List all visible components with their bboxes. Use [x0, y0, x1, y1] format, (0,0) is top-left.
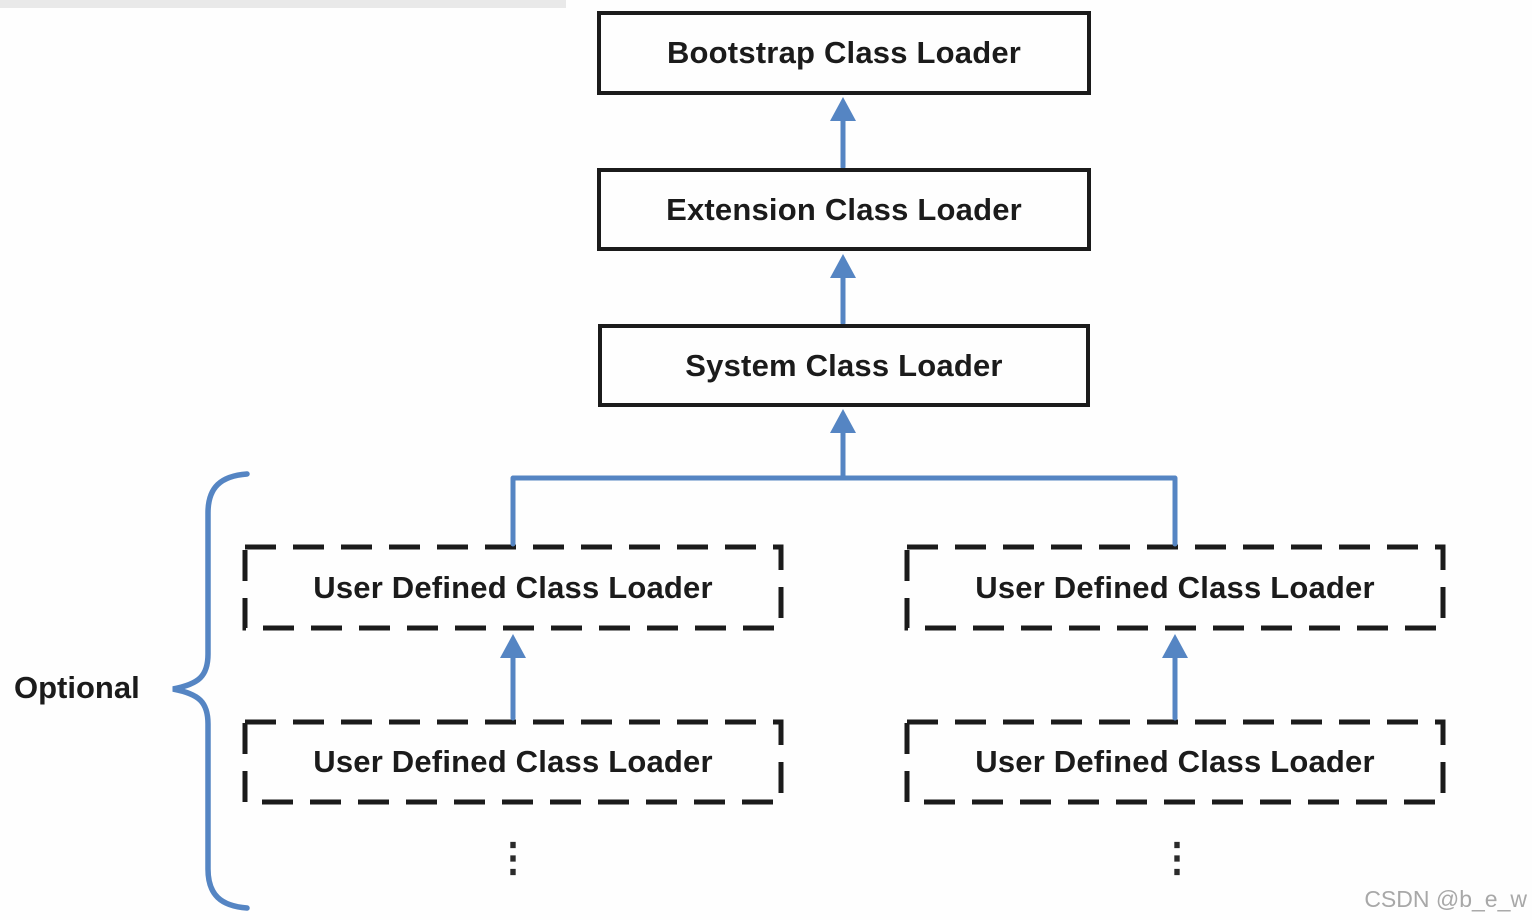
node-user-defined-class-loader-right-bottom: User Defined Class Loader — [905, 720, 1445, 804]
node-extension-class-loader: Extension Class Loader — [597, 168, 1091, 251]
branch-connector — [510, 475, 1178, 547]
csdn-watermark: CSDN @b_e_w — [1364, 886, 1527, 912]
arrow-branch-to-system-head — [830, 409, 856, 433]
node-user-defined-label: User Defined Class Loader — [975, 744, 1375, 779]
node-user-defined-class-loader-left-top: User Defined Class Loader — [243, 545, 783, 630]
dashed-box-user-right-bottom — [904, 719, 1446, 805]
dashed-box-user-right-top — [904, 544, 1446, 631]
node-bootstrap-class-loader: Bootstrap Class Loader — [597, 11, 1091, 95]
node-bootstrap-label: Bootstrap Class Loader — [666, 35, 1022, 70]
top-gray-strip — [0, 0, 566, 8]
arrow-user-right-head — [1162, 634, 1188, 658]
optional-label: Optional — [14, 670, 140, 705]
node-user-defined-class-loader-right-top: User Defined Class Loader — [905, 545, 1445, 630]
dashed-box-user-left-top — [242, 544, 784, 631]
arrow-user-left-head — [500, 634, 526, 658]
node-system-class-loader: System Class Loader — [598, 324, 1090, 407]
node-user-defined-label: User Defined Class Loader — [313, 744, 713, 779]
dashed-box-user-left-bottom — [242, 719, 784, 805]
arrow-system-to-extension-head — [830, 254, 856, 278]
node-user-defined-class-loader-left-bottom: User Defined Class Loader — [243, 720, 783, 804]
node-user-defined-label: User Defined Class Loader — [975, 569, 1375, 605]
node-user-defined-label: User Defined Class Loader — [313, 569, 713, 605]
arrow-extension-to-bootstrap-head — [830, 97, 856, 121]
node-extension-label: Extension Class Loader — [666, 191, 1022, 227]
ellipsis-left: ⋮ — [493, 836, 533, 880]
optional-brace — [172, 471, 250, 911]
ellipsis-right: ⋮ — [1157, 836, 1197, 880]
node-system-label: System Class Loader — [685, 347, 1003, 383]
